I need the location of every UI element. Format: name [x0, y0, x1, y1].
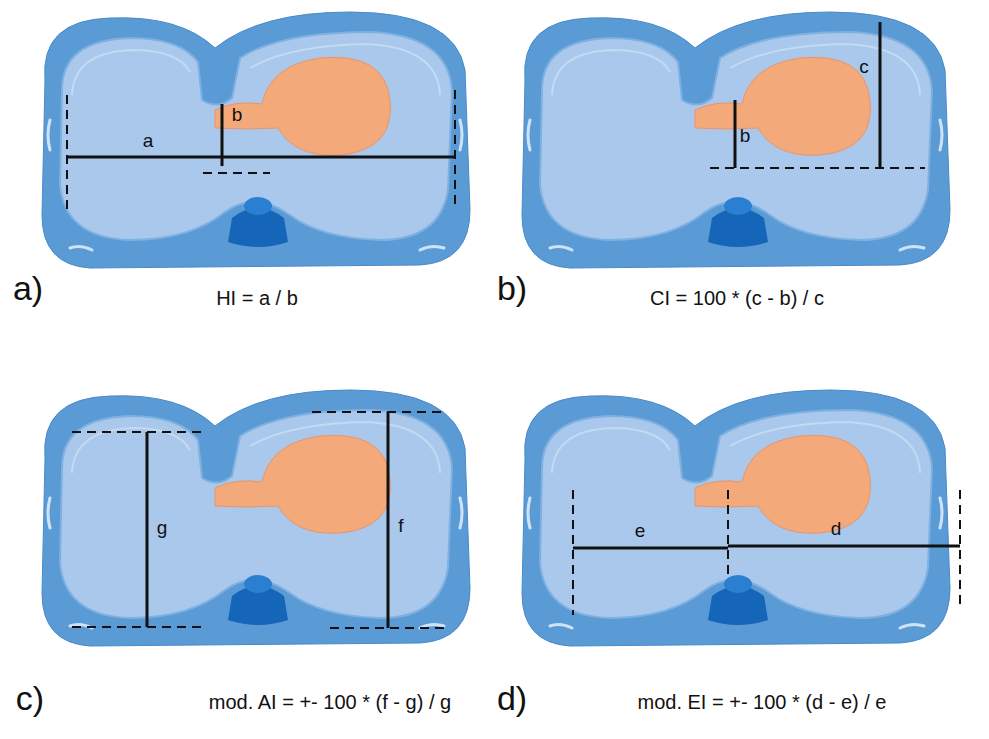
panel-letter: a): [13, 271, 43, 305]
measure-letter: e: [635, 521, 646, 540]
formula: CI = 100 * (c - b) / c: [650, 288, 824, 308]
formula: mod. AI = +- 100 * (f - g) / g: [209, 692, 451, 712]
chest-section-d: [522, 390, 950, 646]
panel-letter: d): [497, 681, 527, 715]
measure-letter: g: [157, 518, 168, 537]
measure-letter: b: [232, 105, 243, 124]
measure-lines-a: [67, 90, 455, 215]
chest-section-c: [42, 390, 470, 646]
formula: HI = a / b: [216, 288, 298, 308]
panel-letter: c): [16, 681, 44, 715]
measure-lines-c: [72, 412, 445, 628]
measure-lines-b: [710, 22, 925, 168]
measure-letter: b: [740, 126, 751, 145]
measure-lines-d: [573, 490, 960, 615]
measure-letter: d: [831, 519, 842, 538]
measure-letter: c: [859, 57, 869, 76]
measure-letter: f: [398, 516, 403, 535]
chest-section-a: [42, 12, 470, 268]
panel-letter: b): [497, 271, 527, 305]
chest-section-b: [522, 12, 950, 268]
formula: mod. EI = +- 100 * (d - e) / e: [637, 692, 886, 712]
measure-letter: a: [143, 131, 154, 150]
